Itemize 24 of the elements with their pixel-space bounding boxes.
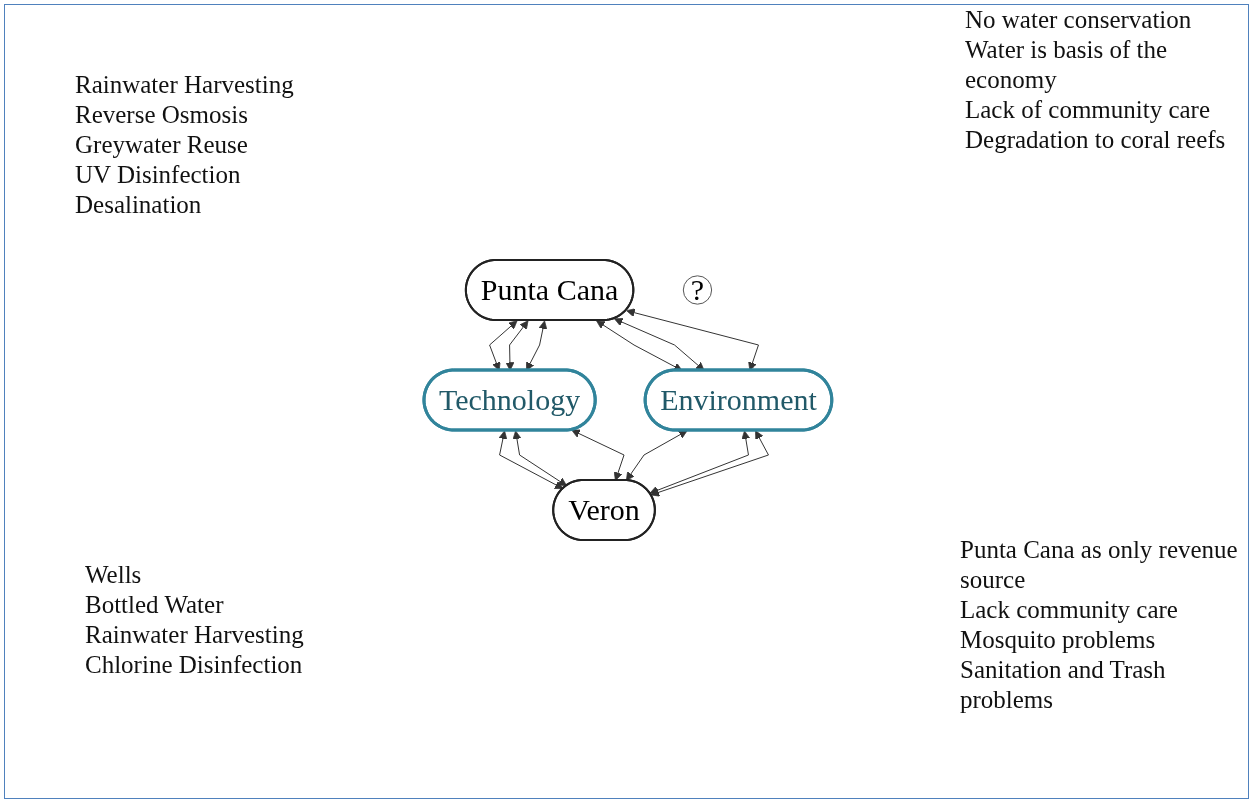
list-item: Wells (85, 560, 143, 590)
arrow (498, 430, 564, 490)
list-item: UV Disinfection (75, 160, 242, 190)
node-circle: ? (682, 275, 712, 305)
list-item: Sanitation and Trash problems (960, 655, 1167, 715)
list-item: Rainwater Harvesting (75, 70, 295, 100)
list-item: Mosquito problems (960, 625, 1157, 655)
arrow (649, 430, 750, 495)
list-item: Water is basis of the economy (965, 35, 1169, 95)
list-item: No water conservation (965, 5, 1193, 35)
list-item: Desalination (75, 190, 203, 220)
arrow (570, 429, 625, 481)
list-item: Greywater Reuse (75, 130, 249, 160)
arrow (650, 430, 769, 497)
list-item: Bottled Water (85, 590, 225, 620)
list-item: Rainwater Harvesting (85, 620, 305, 650)
list-item: Punta Cana as only revenue source (960, 535, 1239, 595)
arrow (512, 430, 567, 487)
arrow (625, 430, 688, 481)
list-item: Reverse Osmosis (75, 100, 249, 130)
list-item: Degradation to coral reefs (965, 125, 1227, 155)
list-item: Lack of community care (965, 95, 1212, 125)
list-item: Lack community care (960, 595, 1179, 625)
list-item: Chlorine Disinfection (85, 650, 304, 680)
